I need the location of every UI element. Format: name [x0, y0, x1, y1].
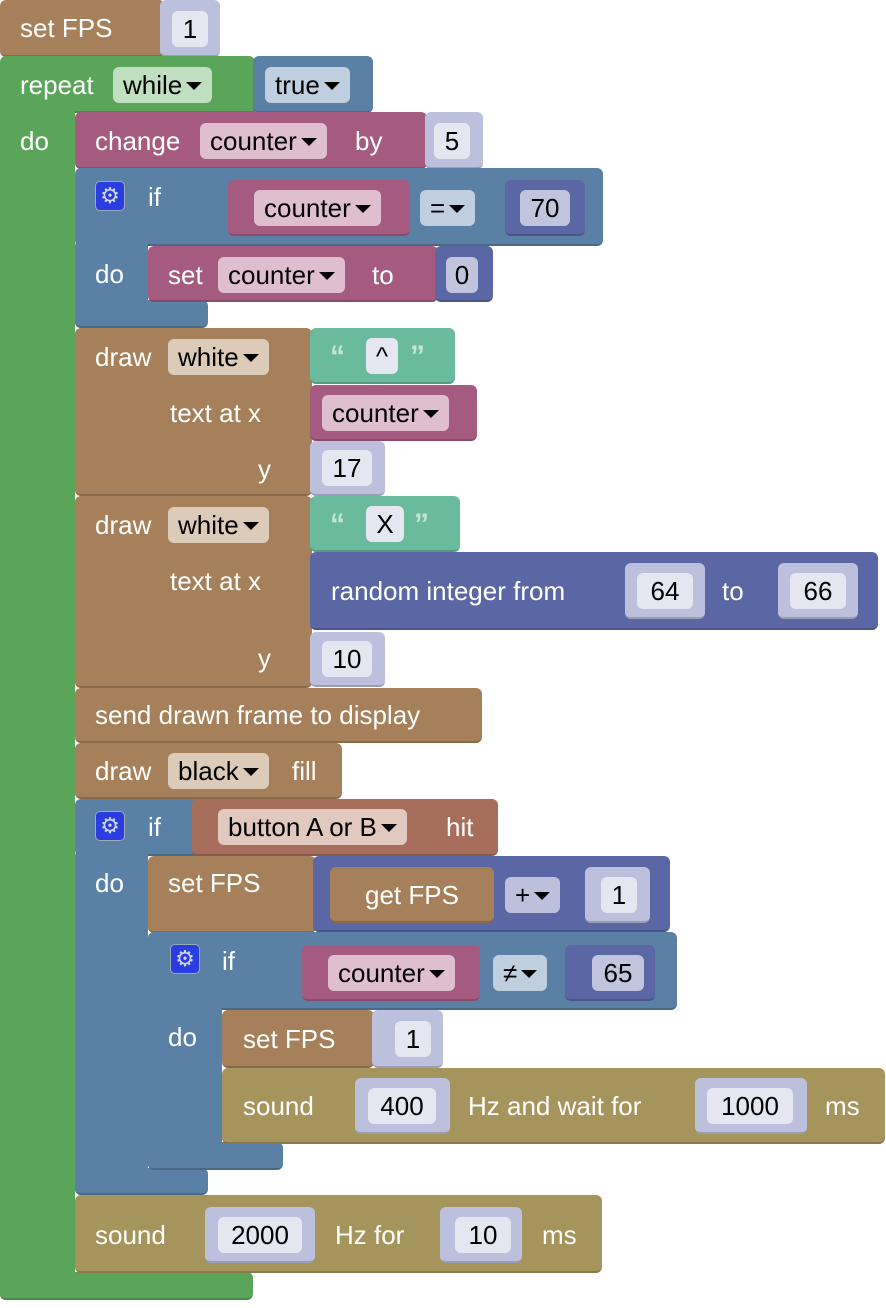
- do-label: do: [95, 868, 124, 898]
- draw-label: draw: [95, 510, 152, 540]
- repeat-bottom: [0, 1272, 253, 1300]
- draw-label: draw: [95, 756, 152, 786]
- open-quote-icon: “: [330, 340, 345, 373]
- if-bottom: [75, 300, 208, 328]
- compare-operator-dropdown[interactable]: ≠: [493, 955, 548, 991]
- text-at-x-label: text at x: [170, 566, 262, 596]
- y-value-field[interactable]: 17: [322, 450, 372, 486]
- if-arm: [148, 1000, 222, 1170]
- button-dropdown[interactable]: button A or B: [218, 809, 407, 845]
- arithmetic-operator-dropdown[interactable]: +: [505, 877, 561, 913]
- variable-dropdown[interactable]: counter: [254, 190, 381, 226]
- set-fps-label: set FPS: [168, 868, 261, 898]
- ms-label: ms: [542, 1220, 577, 1250]
- variable-dropdown[interactable]: counter: [328, 955, 455, 991]
- frequency-field[interactable]: 2000: [218, 1217, 302, 1253]
- draw-label: draw: [95, 342, 152, 372]
- text-field[interactable]: X: [366, 506, 404, 542]
- by-label: by: [355, 126, 383, 156]
- if-label: if: [222, 946, 235, 976]
- sound-label: sound: [95, 1220, 166, 1250]
- do-label: do: [20, 126, 49, 156]
- set-fps-label: set FPS: [20, 13, 113, 43]
- close-quote-icon: ”: [410, 340, 425, 373]
- to-label: to: [372, 260, 394, 290]
- open-quote-icon: “: [330, 508, 345, 541]
- repeat-label: repeat: [20, 70, 94, 100]
- gear-icon[interactable]: ⚙: [170, 944, 200, 974]
- y-label: y: [258, 643, 271, 673]
- ms-label: ms: [825, 1091, 860, 1121]
- change-value-field[interactable]: 5: [434, 123, 470, 159]
- hz-for-label: Hz for: [335, 1220, 405, 1250]
- if-bottom: [75, 1168, 208, 1195]
- compare-value-field[interactable]: 70: [520, 190, 570, 226]
- change-label: change: [95, 126, 181, 156]
- get-fps-block[interactable]: [330, 867, 494, 923]
- get-fps-label: get FPS: [365, 880, 459, 910]
- hz-wait-label: Hz and wait for: [468, 1091, 642, 1121]
- add-value-field[interactable]: 1: [601, 877, 637, 913]
- set-value-field[interactable]: 0: [446, 257, 478, 293]
- to-label: to: [722, 576, 744, 606]
- variable-dropdown[interactable]: counter: [218, 257, 345, 293]
- if-label: if: [148, 812, 161, 842]
- do-label: do: [95, 259, 124, 289]
- gear-icon[interactable]: ⚙: [95, 811, 125, 841]
- set-fps-label: set FPS: [243, 1024, 336, 1054]
- color-dropdown[interactable]: white: [168, 507, 269, 543]
- text-at-x-label: text at x: [170, 398, 262, 428]
- random-label: random integer from: [331, 576, 566, 606]
- fps-value-field[interactable]: 1: [395, 1021, 431, 1057]
- random-to-field[interactable]: 66: [790, 573, 846, 609]
- if-arm: [75, 850, 148, 1195]
- set-label: set: [168, 260, 203, 290]
- fill-label: fill: [292, 756, 317, 786]
- sound-label: sound: [243, 1091, 314, 1121]
- variable-dropdown[interactable]: counter: [322, 395, 449, 431]
- close-quote-icon: ”: [414, 508, 429, 541]
- true-dropdown[interactable]: true: [265, 67, 350, 103]
- y-value-field[interactable]: 10: [322, 641, 372, 677]
- repeat-mode-dropdown[interactable]: while: [113, 67, 213, 103]
- y-label: y: [258, 454, 271, 484]
- compare-value-field[interactable]: 65: [592, 955, 644, 991]
- text-field[interactable]: ^: [366, 338, 398, 374]
- random-from-field[interactable]: 64: [637, 573, 693, 609]
- send-frame-label: send drawn frame to display: [95, 700, 421, 730]
- hit-label: hit: [446, 812, 474, 842]
- send-frame-block[interactable]: [75, 688, 482, 743]
- color-dropdown[interactable]: white: [168, 339, 269, 375]
- gear-icon[interactable]: ⚙: [95, 181, 125, 211]
- if-label: if: [148, 182, 161, 212]
- compare-operator-dropdown[interactable]: =: [420, 190, 476, 226]
- variable-dropdown[interactable]: counter: [200, 123, 327, 159]
- fps-value-field[interactable]: 1: [172, 11, 208, 47]
- set-fps-block[interactable]: [222, 1010, 374, 1068]
- repeat-arm: [0, 100, 75, 1300]
- if-bottom: [148, 1142, 283, 1170]
- duration-field[interactable]: 1000: [707, 1088, 793, 1124]
- frequency-field[interactable]: 400: [368, 1088, 436, 1124]
- color-dropdown[interactable]: black: [168, 753, 269, 789]
- do-label: do: [168, 1022, 197, 1052]
- duration-field[interactable]: 10: [455, 1217, 511, 1253]
